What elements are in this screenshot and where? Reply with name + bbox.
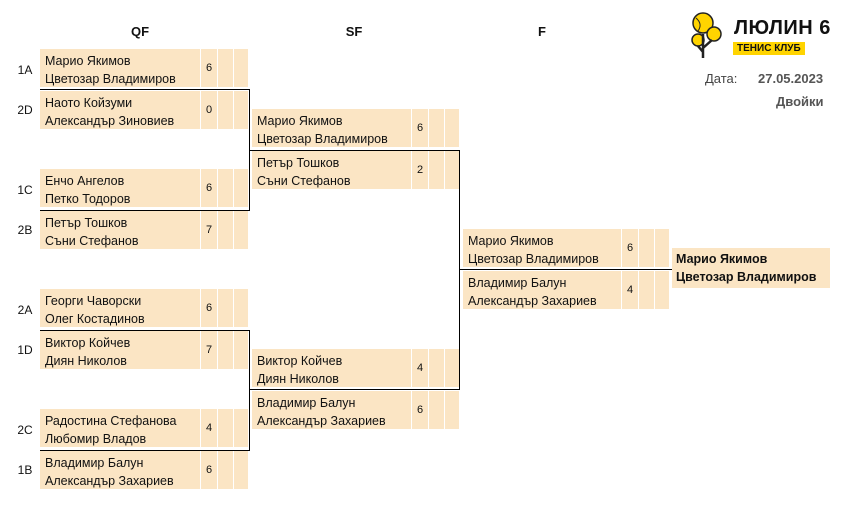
player-name: Владимир Балун (257, 396, 356, 410)
bracket-line (40, 450, 250, 451)
seed-label: 1B (17, 463, 33, 477)
player-name: Александър Захариев (468, 294, 597, 308)
player-name: Цветозар Владимиров (468, 252, 599, 266)
date-value: 27.05.2023 (758, 71, 824, 86)
player-name: Александър Зиновиев (45, 114, 175, 128)
seed-label: 2A (17, 303, 33, 317)
set-score: 6 (411, 109, 428, 147)
player-name: Наото Койзуми (45, 96, 133, 110)
bracket-line (249, 330, 250, 451)
bracket-line (40, 330, 250, 331)
seed-label: 1C (17, 183, 33, 197)
bracket-line (40, 210, 250, 211)
player-name: Марио Якимов (676, 252, 768, 266)
bracket-line (459, 150, 460, 390)
player-name: Диян Николов (45, 354, 127, 368)
set-score: 6 (200, 169, 217, 207)
player-name: Георги Чаворски (45, 294, 142, 308)
set-score: 0 (200, 91, 217, 129)
seed-label: 2C (17, 423, 33, 437)
player-name: Диян Николов (257, 372, 339, 386)
club-name: ЛЮЛИН 6 (734, 17, 831, 39)
player-name: Петър Тошков (257, 156, 340, 170)
player-name: Александър Захариев (45, 474, 174, 488)
bracket-line (250, 389, 460, 390)
bracket-line (40, 89, 250, 90)
player-name: Любомир Владов (45, 432, 147, 446)
player-name: Виктор Койчев (45, 336, 131, 350)
set-score: 7 (200, 331, 217, 369)
player-name: Марио Якимов (468, 234, 554, 248)
player-name: Олег Костадинов (45, 312, 145, 326)
set-score: 4 (200, 409, 217, 447)
player-name: Съни Стефанов (45, 234, 139, 248)
player-name: Виктор Койчев (257, 354, 343, 368)
date-label: Дата: (705, 71, 738, 86)
player-name: Радостина Стефанова (45, 414, 177, 428)
round-header-f: F (538, 24, 546, 39)
seed-label: 1D (17, 343, 33, 357)
player-name: Енчо Ангелов (45, 174, 125, 188)
bracket-line (250, 150, 460, 151)
player-name: Съни Стефанов (257, 174, 351, 188)
round-header-qf: QF (130, 24, 150, 39)
round-header-sf: SF (345, 24, 363, 39)
set-score: 6 (200, 289, 217, 327)
player-name: Петко Тодоров (45, 192, 131, 206)
seed-label: 1A (17, 63, 33, 77)
bracket-line (460, 269, 672, 270)
tournament-winner: Марио Якимов Цветозар Владимиров (672, 248, 830, 288)
set-score: 4 (621, 271, 638, 309)
club-logo-icon (691, 12, 722, 58)
set-score: 4 (411, 349, 428, 387)
set-score: 6 (200, 451, 217, 489)
player-name: Александър Захариев (257, 414, 386, 428)
player-name: Цветозар Владимиров (45, 72, 176, 86)
club-subtitle: ТЕНИС КЛУБ (733, 42, 805, 55)
set-score: 7 (200, 211, 217, 249)
set-score: 6 (411, 391, 428, 429)
bracket-line (249, 89, 250, 211)
set-score: 6 (200, 49, 217, 87)
player-name: Владимир Балун (45, 456, 144, 470)
set-score: 2 (411, 151, 428, 189)
player-name: Марио Якимов (45, 54, 131, 68)
seed-label: 2B (17, 223, 33, 237)
seed-label: 2D (17, 103, 33, 117)
player-name: Цветозар Владимиров (257, 132, 388, 146)
player-name: Петър Тошков (45, 216, 128, 230)
player-name: Марио Якимов (257, 114, 343, 128)
set-score: 6 (621, 229, 638, 267)
player-name: Цветозар Владимиров (676, 270, 817, 284)
category-label: Двойки (776, 94, 824, 109)
player-name: Владимир Балун (468, 276, 567, 290)
